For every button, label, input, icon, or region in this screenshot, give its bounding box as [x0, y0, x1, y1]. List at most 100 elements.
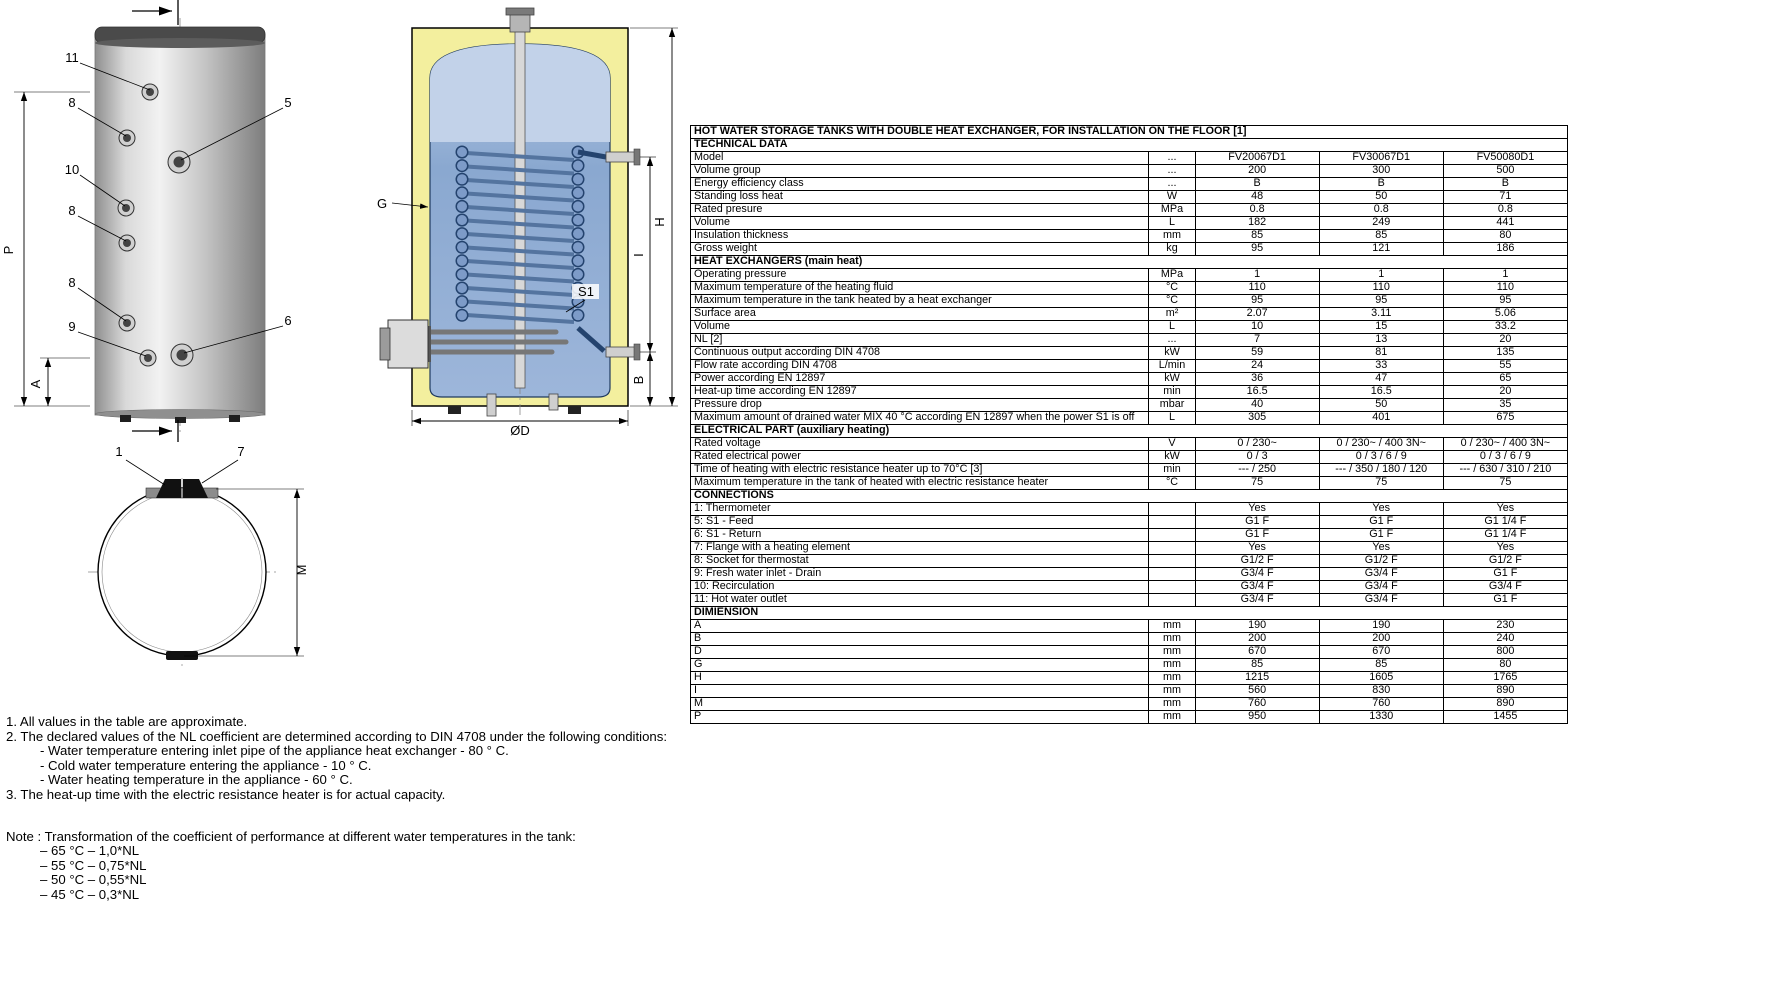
spec-unit	[1148, 515, 1196, 529]
spec-value-col1: G3/4 F	[1194, 580, 1320, 594]
spec-unit: ...	[1148, 164, 1196, 178]
callout-leader	[180, 107, 284, 161]
tank-top-outline	[97, 487, 267, 657]
section-header: ELECTRICAL PART (auxiliary heating)	[690, 424, 1568, 438]
spec-value-col1: Yes	[1194, 541, 1320, 555]
dimension-label-p: P	[1, 246, 16, 255]
spec-value-col3: 71	[1442, 190, 1569, 204]
dimension-label-a: A	[28, 379, 43, 388]
spec-table-body: HOT WATER STORAGE TANKS WITH DOUBLE HEAT…	[689, 125, 1569, 724]
spec-value-col2: 13	[1318, 333, 1444, 347]
spec-unit: ...	[1148, 177, 1196, 191]
spec-value-col1: 670	[1194, 645, 1320, 659]
spec-value-col1: 2.07	[1194, 307, 1320, 321]
spec-value-col1: 75	[1194, 476, 1320, 490]
drain-pipe	[486, 393, 497, 417]
spec-value-col2: G1 F	[1318, 515, 1444, 529]
notes: 1. All values in the table are approxima…	[6, 714, 667, 902]
spec-label: Volume group	[689, 164, 1150, 178]
spec-unit: kW	[1148, 372, 1196, 386]
spec-label: Flow rate according DIN 4708	[689, 359, 1150, 373]
callout-leader	[201, 459, 239, 484]
section-cut-marker-top	[132, 0, 179, 25]
note-line: – 45 °C – 0,3*NL	[40, 886, 140, 902]
spec-unit: mm	[1148, 229, 1196, 243]
spec-value-col2: 1	[1318, 268, 1444, 282]
spec-value-col2: 81	[1318, 346, 1444, 360]
spec-value-col2: 50	[1318, 190, 1444, 204]
spec-value-col2: FV30067D1	[1318, 151, 1444, 165]
spec-unit: L	[1148, 411, 1196, 425]
spec-value-col2: 16.5	[1318, 385, 1444, 399]
spec-label: Maximum temperature in the tank heated b…	[689, 294, 1150, 308]
callout-leader	[77, 287, 127, 322]
section-header: TECHNICAL DATA	[690, 138, 1568, 152]
spec-value-col1: 85	[1194, 658, 1320, 672]
spec-unit	[1148, 541, 1196, 555]
note-line: 2. The declared values of the NL coeffic…	[6, 728, 667, 744]
spec-unit: mm	[1148, 658, 1196, 672]
spec-label: Rated voltage	[689, 437, 1150, 451]
drawings-area: 11 8 10 8 8 9 5 6 P A	[0, 0, 690, 700]
spec-unit: mm	[1148, 645, 1196, 659]
spec-label: Standing loss heat	[689, 190, 1150, 204]
spec-label: Time of heating with electric resistance…	[689, 463, 1150, 477]
spec-value-col2: G3/4 F	[1318, 567, 1444, 581]
spec-label: Volume	[689, 216, 1150, 230]
note-line: 1. All values in the table are approxima…	[6, 714, 248, 729]
spec-unit: L	[1148, 216, 1196, 230]
dimension-i: I	[631, 156, 656, 353]
spec-value-col2: 95	[1318, 294, 1444, 308]
spec-value-col2: 200	[1318, 632, 1444, 646]
spec-value-col3: G1 F	[1442, 567, 1569, 581]
spec-value-col1: 85	[1194, 229, 1320, 243]
spec-unit: mm	[1148, 710, 1196, 724]
spec-value-col3: 20	[1442, 385, 1569, 399]
spec-unit: kW	[1148, 346, 1196, 360]
connection-thermostat-socket	[118, 234, 136, 252]
callout-label-1: 1	[115, 444, 122, 459]
spec-value-col3: 5.06	[1442, 307, 1569, 321]
spec-label: 8: Socket for thermostat	[689, 554, 1150, 568]
front-view-drawing: 11 8 10 8 8 9 5 6 P A	[1, 0, 292, 442]
spec-value-col1: 40	[1194, 398, 1320, 412]
spec-label: Gross weight	[689, 242, 1150, 256]
spec-value-col3: 1765	[1442, 671, 1569, 685]
thermometer-top	[156, 479, 181, 498]
spec-label: Continuous output according DIN 4708	[689, 346, 1150, 360]
note-line: – 55 °C – 0,75*NL	[40, 857, 147, 873]
callout-label-9: 9	[68, 319, 75, 334]
spec-label: 7: Flange with a heating element	[689, 541, 1150, 555]
spec-value-col1: 0.8	[1194, 203, 1320, 217]
spec-unit: min	[1148, 385, 1196, 399]
spec-value-col1: G1/2 F	[1194, 554, 1320, 568]
dimension-label-i: I	[631, 253, 646, 257]
spec-value-col1: 0 / 230~	[1194, 437, 1320, 451]
section-view-drawing: G S1 I B H	[377, 7, 678, 438]
spec-unit: V	[1148, 437, 1196, 451]
dimension-a: A	[28, 357, 90, 406]
connection-thermostat-socket	[118, 129, 136, 147]
spec-value-col1: 560	[1194, 684, 1320, 698]
spec-value-col3: 240	[1442, 632, 1569, 646]
spec-value-col3: 80	[1442, 229, 1569, 243]
spec-unit	[1148, 567, 1196, 581]
connection-s1-return	[170, 343, 194, 367]
top-fitting-cap	[505, 7, 535, 16]
callout-label-7: 7	[237, 444, 244, 459]
spec-unit: mm	[1148, 671, 1196, 685]
dimension-p: P	[1, 91, 90, 407]
dimension-od: ØD	[411, 410, 629, 438]
spec-value-col3: 186	[1442, 242, 1569, 256]
note-line: - Water heating temperature in the appli…	[40, 772, 353, 788]
